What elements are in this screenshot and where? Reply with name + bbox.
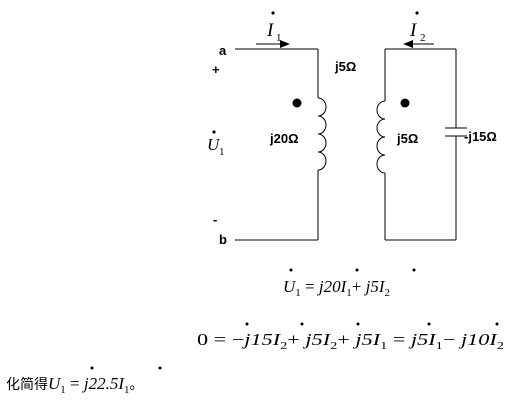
svg-text:I: I <box>266 20 275 41</box>
capacitor-impedance-label: -j15Ω <box>464 129 497 144</box>
primary-impedance-label: j20Ω <box>269 131 299 146</box>
primary-dot-marker <box>292 98 302 108</box>
svg-text:U1 = j20I1+ j5I2: U1 = j20I1+ j5I2 <box>283 277 390 299</box>
svg-text:化简得U1 = j22.5I1。: 化简得U1 = j22.5I1。 <box>6 374 144 396</box>
primary-inductor-coil <box>317 97 327 171</box>
current-i2-label: I 2 <box>409 11 426 44</box>
capacitor-symbol <box>445 127 467 137</box>
svg-text:I: I <box>409 20 418 41</box>
primary-loop <box>235 48 327 241</box>
current-i1-label: I 1 <box>266 11 282 44</box>
current-i2-arrow <box>403 40 434 48</box>
current-i1-arrow <box>256 40 290 48</box>
voltage-u1-label: U 1 <box>207 130 225 158</box>
svg-text:2: 2 <box>420 32 426 44</box>
terminal-a-label: a <box>219 43 227 58</box>
secondary-inductor-coil <box>376 100 386 174</box>
svg-text:1: 1 <box>219 146 225 158</box>
polarity-minus-label: - <box>213 212 217 227</box>
secondary-loop <box>376 48 457 241</box>
secondary-dot-marker <box>400 98 410 108</box>
terminal-b-label: b <box>219 232 227 247</box>
secondary-impedance-label: j5Ω <box>396 131 418 146</box>
equation-1: U1 = j20I1+ j5I2 <box>283 268 416 299</box>
svg-text:1: 1 <box>276 32 282 44</box>
equation-3: 化简得U1 = j22.5I1。 <box>6 366 162 396</box>
mutual-impedance-label: j5Ω <box>334 59 356 74</box>
svg-text:U: U <box>207 135 221 154</box>
polarity-plus-label: + <box>212 62 220 77</box>
